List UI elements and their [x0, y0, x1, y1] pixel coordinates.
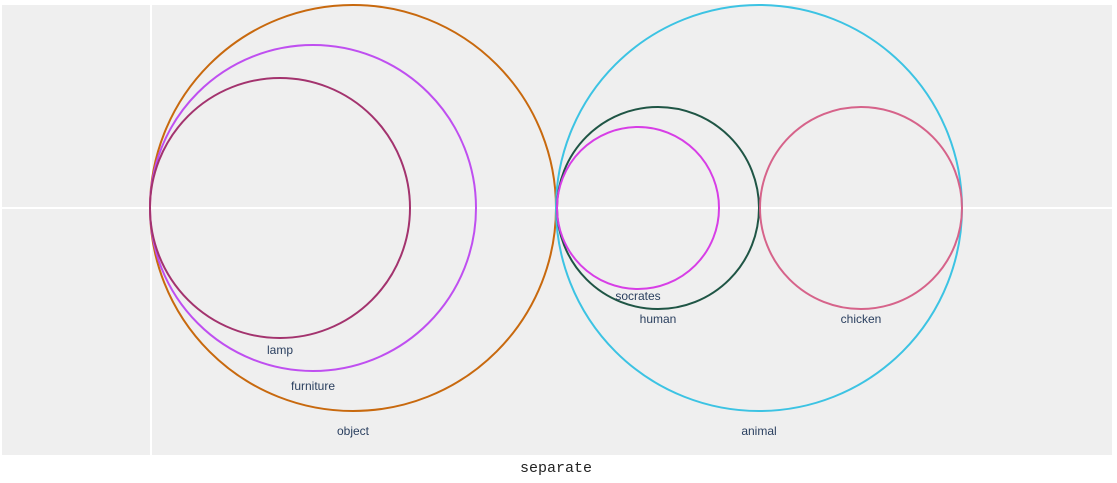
- set-circle-chicken: [759, 106, 963, 310]
- set-label-chicken: chicken: [841, 312, 882, 326]
- set-label-furniture: furniture: [291, 379, 335, 393]
- set-label-animal: animal: [741, 424, 776, 438]
- diagram-title: separate: [520, 460, 592, 477]
- set-labels: object furniture lamp animal human socrates ch…: [267, 289, 881, 438]
- set-label-human: human: [640, 312, 677, 326]
- set-label-object: object: [337, 424, 370, 438]
- set-label-socrates: socrates: [615, 289, 660, 303]
- set-circles: [149, 4, 963, 412]
- set-label-lamp: lamp: [267, 343, 293, 357]
- set-circle-lamp: [149, 77, 411, 339]
- set-circle-socrates: [556, 126, 720, 290]
